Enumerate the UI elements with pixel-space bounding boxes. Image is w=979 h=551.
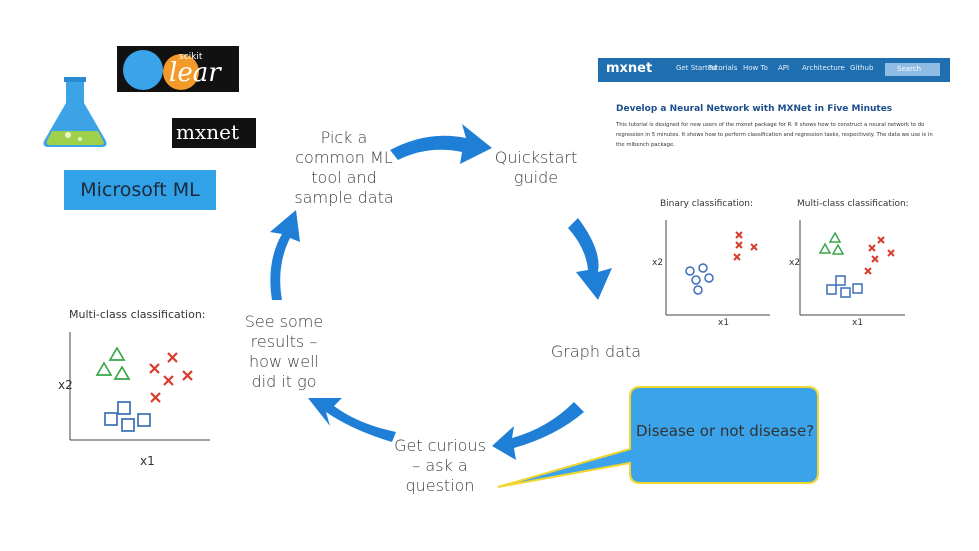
mxnet-search-input: Search — [885, 63, 940, 76]
mxnet-body-line: the mlbench package. — [616, 142, 675, 148]
mxnet-tutorial-body: This tutorial is designed for new users … — [616, 120, 961, 150]
mxnet-nav-item: Tutorials — [708, 64, 738, 72]
left-x1-label: x1 — [140, 454, 155, 468]
left-square-markers — [104, 401, 151, 432]
mxnet-nav-brand: mxnet — [606, 61, 653, 76]
arrow-pick-to-quickstart — [390, 124, 492, 164]
arrow-curious-to-results — [308, 398, 396, 442]
multi-classification-title: Multi-class classification: — [797, 199, 909, 209]
mxnet-navbar: mxnet Get Started Tutorials How To API A… — [598, 58, 950, 82]
speech-bubble — [497, 386, 819, 488]
multi-x1-label: x1 — [852, 318, 864, 328]
left-x2-label: x2 — [58, 378, 73, 392]
arrow-graph-to-curious — [492, 402, 584, 460]
step-get-curious: Get curious – ask a question — [394, 436, 486, 495]
mxnet-logo-text: mxnet — [176, 120, 239, 144]
classification-plot-left — [69, 332, 210, 441]
multi-x2-label: x2 — [789, 258, 801, 268]
scikit-learn-logo: scikit lear — [117, 46, 239, 92]
multi-class-square-markers — [826, 275, 863, 298]
binary-x2-label: x2 — [652, 258, 664, 268]
binary-classification-title: Binary classification: — [660, 199, 754, 209]
binary-x1-label: x1 — [718, 318, 730, 328]
binary-class-x-markers — [733, 231, 758, 261]
multi-class-x-markers — [864, 236, 895, 275]
mxnet-nav-item: How To — [743, 64, 768, 72]
multi-class-triangle-markers — [818, 231, 845, 255]
flask-icon — [43, 77, 107, 147]
mxnet-nav-item: Github — [850, 64, 874, 72]
step-see-results: See some results – how well did it go — [244, 312, 324, 391]
scikit-learn-emblem — [123, 50, 199, 90]
left-x-markers — [149, 352, 193, 403]
mxnet-nav-item: Architecture — [802, 64, 845, 72]
left-multi-classification-title: Multi-class classification: — [69, 308, 206, 321]
speech-bubble-text: Disease or not disease? — [636, 422, 815, 440]
step-pick-tool: Pick a common ML tool and sample data — [294, 128, 394, 207]
mxnet-body-line: This tutorial is designed for new users … — [616, 122, 925, 128]
mxnet-tutorial-title: Develop a Neural Network with MXNet in F… — [616, 104, 893, 114]
mxnet-body-line: regression in 5 minutes. It shows how to… — [616, 132, 933, 138]
mxnet-nav-item: API — [778, 64, 790, 72]
microsoft-ml-box: Microsoft ML — [64, 170, 216, 210]
classification-plots-right — [665, 220, 905, 316]
mxnet-search-label: Search — [897, 65, 922, 73]
step-quickstart: Quickstart guide — [494, 148, 578, 187]
left-triangle-markers — [95, 346, 131, 380]
arrow-quickstart-to-graph — [568, 218, 612, 300]
mxnet-logo: mxnet — [172, 118, 256, 148]
binary-class-circle-markers — [685, 263, 714, 295]
mxnet-nav-item: Get Started — [676, 64, 717, 72]
arrow-results-to-pick — [270, 210, 300, 300]
step-graph-data: Graph data — [550, 342, 642, 361]
scikit-big-label: lear — [169, 58, 221, 88]
scikit-small-label: scikit — [179, 52, 203, 62]
